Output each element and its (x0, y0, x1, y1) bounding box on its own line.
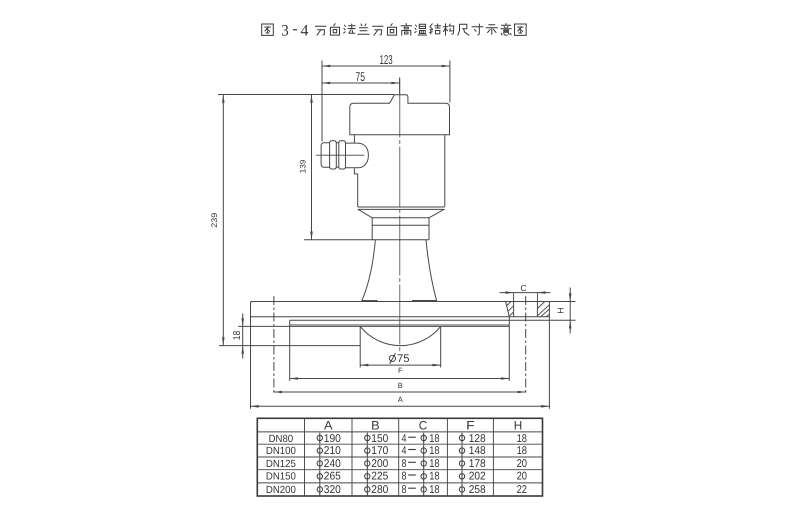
svg-text:18: 18 (429, 471, 439, 483)
svg-text:139: 139 (298, 159, 307, 173)
svg-text:128: 128 (469, 433, 486, 445)
svg-text:8: 8 (402, 484, 407, 496)
svg-text:18: 18 (429, 445, 439, 457)
svg-text:C: C (419, 419, 428, 433)
svg-text:DN80: DN80 (269, 434, 294, 445)
svg-text:148: 148 (469, 445, 486, 457)
svg-text:22: 22 (517, 484, 527, 496)
svg-text:F: F (398, 366, 403, 375)
svg-text:123: 123 (380, 52, 393, 67)
svg-text:DN125: DN125 (266, 459, 296, 470)
svg-text:75: 75 (397, 353, 410, 365)
svg-text:H: H (556, 307, 566, 313)
svg-text:240: 240 (324, 458, 341, 470)
svg-text:280: 280 (371, 484, 388, 496)
svg-text:239: 239 (210, 212, 219, 227)
svg-text:210: 210 (324, 445, 341, 457)
svg-text:DN150: DN150 (266, 472, 296, 483)
svg-text:C: C (520, 283, 526, 293)
svg-text:170: 170 (371, 445, 388, 457)
svg-text:200: 200 (371, 458, 388, 470)
svg-text:B: B (371, 419, 380, 433)
svg-text:8: 8 (402, 471, 407, 483)
svg-text:8: 8 (402, 458, 407, 470)
svg-text:H: H (514, 419, 523, 433)
svg-text:258: 258 (469, 484, 486, 496)
svg-text:4: 4 (402, 445, 407, 457)
svg-text:4: 4 (402, 433, 407, 445)
svg-text:4: 4 (301, 22, 309, 39)
svg-text:-: - (292, 20, 297, 37)
svg-text:18: 18 (429, 458, 439, 470)
svg-text:18: 18 (517, 445, 527, 457)
svg-text:A: A (324, 419, 333, 433)
svg-text:18: 18 (429, 433, 439, 445)
svg-text:18: 18 (517, 433, 527, 445)
svg-text:202: 202 (469, 471, 486, 483)
svg-text:190: 190 (324, 433, 341, 445)
svg-text:225: 225 (371, 471, 388, 483)
svg-text:20: 20 (517, 471, 527, 483)
svg-text:20: 20 (517, 458, 527, 470)
svg-text:18: 18 (429, 484, 439, 496)
svg-text:B: B (398, 381, 403, 390)
svg-text:F: F (466, 419, 475, 433)
svg-text:18: 18 (232, 330, 243, 340)
svg-text:178: 178 (469, 458, 486, 470)
svg-text:DN100: DN100 (266, 446, 296, 457)
svg-text:75: 75 (356, 69, 366, 84)
svg-text:DN200: DN200 (266, 485, 296, 496)
svg-text:320: 320 (324, 484, 341, 496)
svg-text:3: 3 (281, 22, 289, 39)
svg-text:A: A (398, 395, 404, 404)
svg-text:265: 265 (324, 471, 341, 483)
svg-text:150: 150 (371, 433, 388, 445)
